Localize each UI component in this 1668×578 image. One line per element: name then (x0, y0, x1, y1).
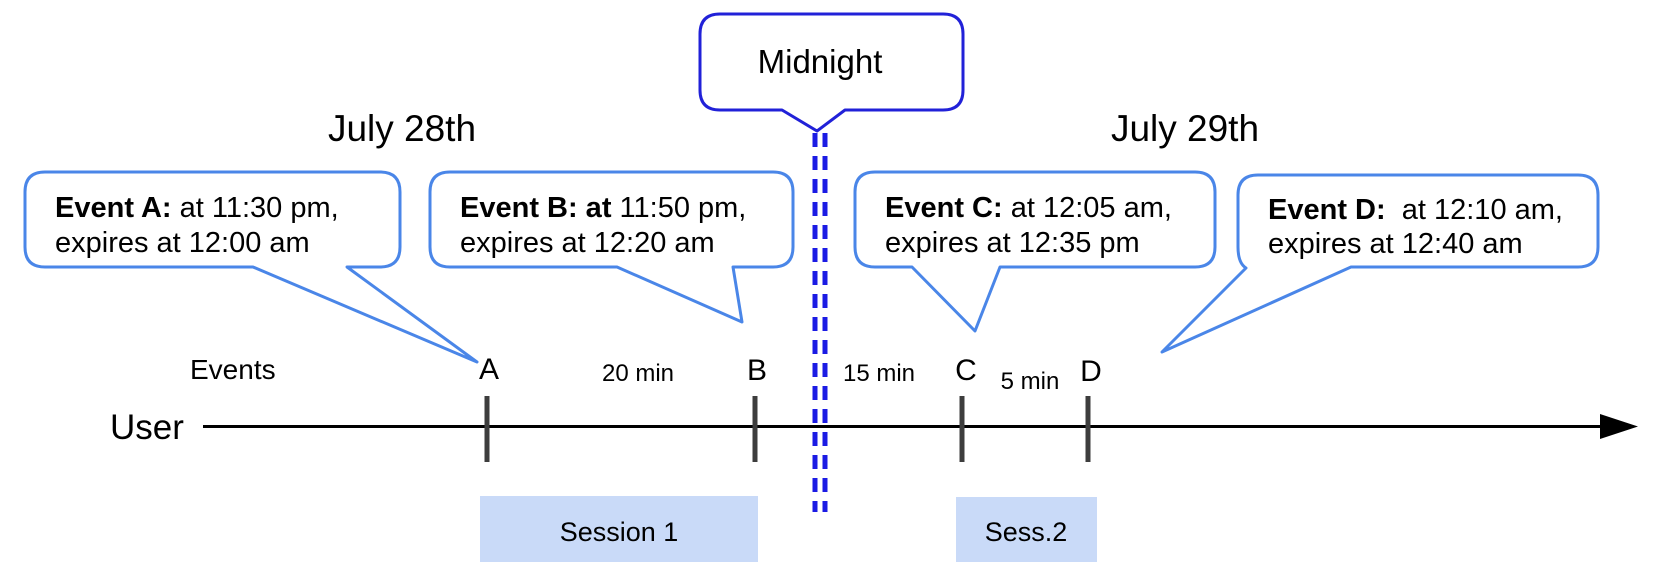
event-d-line1: Event D: at 12:10 am, (1268, 194, 1563, 226)
tick-b-label: B (747, 354, 767, 387)
event-d-callout-bubble (1160, 173, 1600, 354)
midnight-label: Midnight (758, 43, 883, 80)
event-c-title: Event C: (885, 192, 1003, 224)
event-d-time: at 12:10 am, (1386, 194, 1563, 226)
midnight-callout-bubble (698, 12, 965, 133)
session-2-box (956, 497, 1097, 562)
event-d-line2: expires at 12:40 am (1268, 228, 1523, 260)
event-a-callout-bubble (23, 170, 479, 364)
event-c-line1: Event C: at 12:05 am, (885, 192, 1172, 224)
date-july-29: July 29th (1111, 108, 1259, 149)
event-c-time: at 12:05 am, (1003, 192, 1172, 224)
tick-a-label: A (479, 353, 499, 386)
date-july-28: July 28th (328, 108, 476, 149)
gap-a-b-label: 20 min (602, 360, 674, 387)
event-a-time: at 11:30 pm, (172, 192, 339, 224)
event-c-callout-bubble (853, 170, 1217, 333)
timeline-axis (203, 414, 1638, 439)
user-row-label: User (110, 408, 184, 447)
event-ticks (484, 396, 1091, 462)
event-a-title: Event A: (55, 192, 172, 224)
event-b-title: Event B: at (460, 192, 612, 224)
timeline-arrowhead-icon (1600, 414, 1638, 439)
event-a-line2: expires at 12:00 am (55, 227, 310, 259)
session-1-label: Session 1 (560, 517, 679, 547)
event-d-title: Event D: (1268, 194, 1386, 226)
event-b-time: 11:50 pm, (611, 192, 746, 224)
event-b-callout-bubble (428, 170, 795, 324)
gap-c-d-label: 5 min (1001, 368, 1060, 395)
tick-c-label: C (955, 354, 977, 387)
session-1-box (480, 496, 758, 562)
midnight-dashed-line (812, 133, 828, 512)
session-2-label: Sess.2 (985, 517, 1068, 547)
event-c-line2: expires at 12:35 pm (885, 227, 1140, 259)
events-row-label: Events (190, 354, 276, 385)
tick-d-label: D (1080, 355, 1102, 388)
event-a-line1: Event A: at 11:30 pm, (55, 192, 339, 224)
event-b-line1: Event B: at 11:50 pm, (460, 192, 746, 224)
gap-b-c-label: 15 min (843, 360, 915, 387)
event-b-line2: expires at 12:20 am (460, 227, 715, 259)
